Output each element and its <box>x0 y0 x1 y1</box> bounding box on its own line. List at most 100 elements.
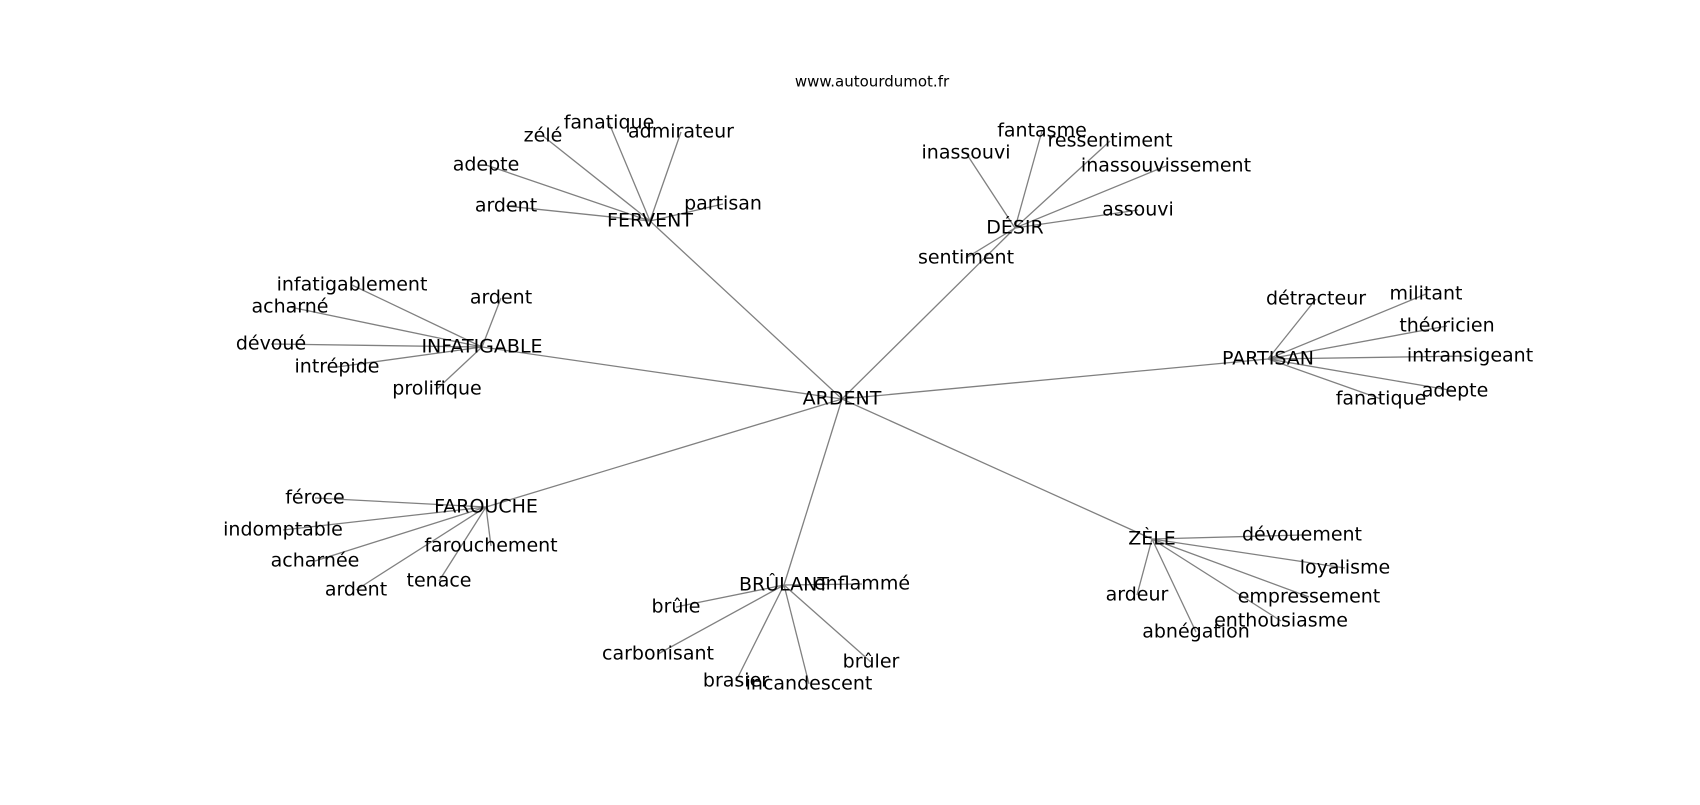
leaf-node[interactable]: empressement <box>1238 586 1381 608</box>
leaf-node[interactable]: dévoué <box>236 333 306 355</box>
hub-node-farouche[interactable]: FAROUCHE <box>434 496 538 518</box>
leaf-node[interactable]: zélé <box>524 125 563 147</box>
edge-farouche-leaf <box>314 506 487 562</box>
edge-desir-leaf <box>1014 209 1139 229</box>
leaf-node[interactable]: fanatique <box>564 112 655 134</box>
leaf-node[interactable]: brûle <box>652 596 701 618</box>
leaf-node[interactable]: inassouvi <box>922 142 1011 164</box>
center-node[interactable]: ARDENT <box>803 388 882 410</box>
leaf-node[interactable]: théoricien <box>1399 315 1494 337</box>
leaf-node[interactable]: fantasme <box>997 120 1087 142</box>
leaf-node[interactable]: ardent <box>475 195 537 217</box>
leaf-node[interactable]: adepte <box>453 154 520 176</box>
edge-farouche-leaf <box>438 506 487 582</box>
edge-farouche-leaf <box>355 506 487 591</box>
leaf-node[interactable]: militant <box>1390 283 1463 305</box>
leaf-node[interactable]: acharné <box>252 296 329 318</box>
leaf-node[interactable]: tenace <box>407 570 472 592</box>
edge-center-desir <box>841 227 1016 400</box>
leaf-node[interactable]: incandescent <box>746 673 873 695</box>
edge-zele-leaf <box>1151 538 1346 569</box>
leaf-node[interactable]: intransigeant <box>1407 345 1533 367</box>
edge-desir-leaf <box>965 152 1016 229</box>
edge-farouche-leaf <box>282 506 487 531</box>
leaf-node[interactable]: inassouvissement <box>1081 155 1251 177</box>
edge-desir-leaf <box>1014 165 1167 229</box>
edge-partisan-leaf <box>1267 298 1317 360</box>
edge-center-farouche <box>485 398 843 508</box>
leaf-node[interactable]: brûler <box>843 651 900 673</box>
leaf-node[interactable]: prolifique <box>392 378 481 400</box>
edge-brulant-leaf <box>783 584 872 663</box>
edge-center-fervent <box>649 220 843 400</box>
edge-brulant-leaf <box>657 584 785 655</box>
edge-zele-leaf <box>1136 538 1153 596</box>
edge-infatigable-leaf <box>289 306 483 348</box>
hub-node-infatigable[interactable]: INFATIGABLE <box>421 336 542 358</box>
edge-farouche-leaf <box>314 497 487 508</box>
edge-zele-leaf <box>1151 538 1282 622</box>
hub-node-partisan[interactable]: PARTISAN <box>1222 348 1314 370</box>
edge-desir-leaf <box>1014 140 1111 229</box>
leaf-node[interactable]: infatigablement <box>277 274 428 296</box>
hub-node-fervent[interactable]: FERVENT <box>607 210 693 232</box>
leaf-node[interactable]: ressentiment <box>1047 130 1172 152</box>
edge-center-brulant <box>783 398 843 586</box>
edge-brulant-leaf <box>783 583 863 586</box>
edge-zele-leaf <box>1151 534 1303 540</box>
edge-center-partisan <box>841 358 1269 400</box>
edge-fervent-leaf <box>485 164 651 222</box>
edge-fervent-leaf <box>542 135 651 222</box>
edge-infatigable-leaf <box>436 346 483 390</box>
hub-node-brulant[interactable]: BRÛLANT <box>739 572 829 596</box>
leaf-node[interactable]: dévouement <box>1242 524 1362 546</box>
edge-partisan-leaf <box>1267 358 1456 392</box>
leaf-node[interactable]: adepte <box>1422 380 1489 402</box>
edge-infatigable-leaf <box>270 343 483 348</box>
edge-brulant-leaf <box>735 584 785 682</box>
edge-farouche-leaf <box>485 506 492 547</box>
leaf-node[interactable]: farouchement <box>424 535 557 557</box>
edge-zele-leaf <box>1151 538 1197 633</box>
leaf-node[interactable]: détracteur <box>1266 288 1366 310</box>
edge-partisan-leaf <box>1267 358 1382 400</box>
edge-brulant-leaf <box>675 584 785 608</box>
leaf-node[interactable]: enthousiasme <box>1214 610 1348 632</box>
edge-infatigable-leaf <box>351 284 483 348</box>
leaf-node[interactable]: brasier <box>703 670 769 692</box>
leaf-node[interactable]: féroce <box>285 487 345 509</box>
leaf-node[interactable]: fanatique <box>1336 388 1427 410</box>
edge-desir-leaf <box>1014 130 1043 229</box>
leaf-node[interactable]: loyalisme <box>1300 557 1390 579</box>
edge-center-infatigable <box>481 346 843 400</box>
leaf-node[interactable]: carbonisant <box>602 643 714 665</box>
hub-node-desir[interactable]: DÉSIR <box>986 216 1044 239</box>
leaf-node[interactable]: enflammé <box>814 573 910 595</box>
credit-text: www.autourdumot.fr <box>795 73 950 91</box>
edge-center-zele <box>841 398 1153 540</box>
leaf-node[interactable]: ardeur <box>1106 584 1169 606</box>
leaf-node[interactable]: intrépide <box>295 356 380 378</box>
edge-partisan-leaf <box>1267 325 1448 360</box>
hub-node-zele[interactable]: ZÈLE <box>1128 527 1176 550</box>
leaf-node[interactable]: ardent <box>470 287 532 309</box>
edge-fervent-leaf <box>505 205 651 222</box>
leaf-node[interactable]: partisan <box>684 193 762 215</box>
leaf-node[interactable]: admirateur <box>628 121 734 143</box>
edge-desir-leaf <box>965 227 1016 259</box>
edge-partisan-leaf <box>1267 293 1427 360</box>
leaf-node[interactable]: acharnée <box>271 550 360 572</box>
edge-fervent-leaf <box>608 122 651 222</box>
leaf-node[interactable]: sentiment <box>918 247 1014 269</box>
leaf-node[interactable]: ardent <box>325 579 387 601</box>
leaf-node[interactable]: assouvi <box>1102 199 1174 221</box>
edge-infatigable-leaf <box>481 297 502 348</box>
edge-zele-leaf <box>1151 538 1310 598</box>
edge-fervent-leaf <box>649 131 682 222</box>
leaf-node[interactable]: abnégation <box>1142 621 1250 643</box>
edge-brulant-leaf <box>783 584 810 685</box>
leaf-node[interactable]: indomptable <box>223 519 343 541</box>
